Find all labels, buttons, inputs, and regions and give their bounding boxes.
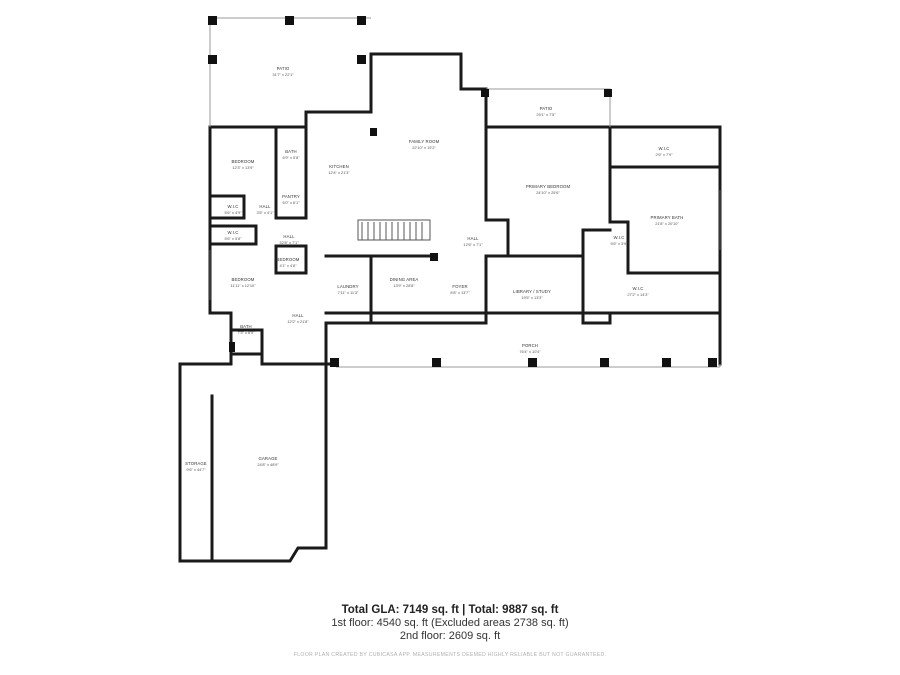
svg-text:PRIMARY BATH: PRIMARY BATH <box>651 215 684 220</box>
svg-text:76'4" x 10'4": 76'4" x 10'4" <box>519 349 541 354</box>
svg-text:12'2" x 21'8": 12'2" x 21'8" <box>287 319 309 324</box>
svg-text:W.I.C: W.I.C <box>613 235 624 240</box>
svg-text:W.I.C: W.I.C <box>632 286 643 291</box>
svg-text:LAUNDRY: LAUNDRY <box>337 284 358 289</box>
svg-text:HALL: HALL <box>467 236 479 241</box>
walls <box>178 52 722 563</box>
room-label-storage: STORAGE 9'6" x 44'7" <box>185 461 207 472</box>
room-label-bath-2: BATH 7'3" x 6'0" <box>237 324 255 335</box>
area-summary: Total GLA: 7149 sq. ft | Total: 9887 sq.… <box>0 604 900 643</box>
svg-text:12'3" x 13'9": 12'3" x 13'9" <box>232 165 254 170</box>
room-label-hall-3: HALL 12'6" x 7'1" <box>463 236 483 247</box>
room-label-garage: GARAGE 24'8" x 48'9" <box>257 456 279 467</box>
svg-text:FAMILY ROOM: FAMILY ROOM <box>409 139 440 144</box>
room-label-hall-4: HALL 12'2" x 21'8" <box>287 313 309 324</box>
svg-text:W.I.C: W.I.C <box>658 146 669 151</box>
svg-text:BEDROOM: BEDROOM <box>232 159 255 164</box>
room-label-bath-1: BATH 6'9" x 5'8" <box>282 149 300 160</box>
svg-text:4'1" x 4'8": 4'1" x 4'8" <box>279 263 297 268</box>
svg-text:HALL: HALL <box>283 234 295 239</box>
svg-text:2'6" x 7'9": 2'6" x 7'9" <box>655 152 673 157</box>
svg-text:W.I.C: W.I.C <box>227 230 238 235</box>
room-label-primary-bath: PRIMARY BATH 21'8" x 20'10" <box>651 215 684 226</box>
disclaimer-text: FLOOR PLAN CREATED BY CUBICASA APP. MEAS… <box>293 652 607 658</box>
floor-plan: PATIO 31'7" x 22'1" PATIO 25'1" x 7'5" F… <box>178 16 722 563</box>
svg-text:13'9" x 28'8": 13'9" x 28'8" <box>393 283 415 288</box>
svg-text:LIBRARY / STUDY: LIBRARY / STUDY <box>513 289 551 294</box>
posts <box>208 16 717 367</box>
room-label-wic-5: W.I.C 27'2" x 14'3" <box>627 286 649 297</box>
svg-text:8'8" x 13'7": 8'8" x 13'7" <box>450 290 470 295</box>
room-label-hall-1: HALL 3'5" x 4'1" <box>256 204 274 215</box>
svg-text:STORAGE: STORAGE <box>185 461 207 466</box>
svg-text:6'0" x 6'1": 6'0" x 6'1" <box>282 200 300 205</box>
svg-text:HALL: HALL <box>292 313 304 318</box>
room-label-wic-1: W.I.C 5'6" x 4'9" <box>224 204 242 215</box>
svg-text:12'4" x 21'3": 12'4" x 21'3" <box>328 170 350 175</box>
svg-text:19'5" x 13'3": 19'5" x 13'3" <box>521 295 543 300</box>
svg-text:5'6" x 3'9": 5'6" x 3'9" <box>610 241 628 246</box>
windows-and-thin-lines <box>209 17 721 368</box>
room-label-family-room: FAMILY ROOM 22'10" x 19'2" <box>409 139 440 150</box>
room-label-hall-2: HALL 32'8" x 7'1" <box>279 234 299 245</box>
svg-text:HALL: HALL <box>259 204 271 209</box>
room-label-wic-2: W.I.C 5'6" x 5'8" <box>224 230 242 241</box>
room-label-wic-3: W.I.C 2'6" x 7'9" <box>655 146 673 157</box>
svg-text:25'1" x 7'5": 25'1" x 7'5" <box>536 112 556 117</box>
svg-text:DINING AREA: DINING AREA <box>390 277 419 282</box>
svg-text:KITCHEN: KITCHEN <box>329 164 349 169</box>
svg-text:W.I.C: W.I.C <box>227 204 238 209</box>
room-label-kitchen: KITCHEN 12'4" x 21'3" <box>328 164 350 175</box>
svg-text:PATIO: PATIO <box>277 66 290 71</box>
room-label-porch: PORCH 76'4" x 10'4" <box>519 343 541 354</box>
room-label-patio-1: PATIO 31'7" x 22'1" <box>272 66 294 77</box>
svg-text:BEDROOM: BEDROOM <box>232 277 255 282</box>
svg-text:BATH: BATH <box>240 324 252 329</box>
svg-text:6'9" x 5'8": 6'9" x 5'8" <box>282 155 300 160</box>
room-label-bedroom-1: BEDROOM 12'3" x 13'9" <box>232 159 255 170</box>
room-label-bedroom-3: BEDROOM 11'11" x 12'10" <box>230 277 256 288</box>
room-label-library-study: LIBRARY / STUDY 19'5" x 13'3" <box>513 289 551 300</box>
room-label-bedroom-2: BEDROOM 4'1" x 4'8" <box>277 257 300 268</box>
svg-text:22'10" x 19'2": 22'10" x 19'2" <box>412 145 436 150</box>
svg-text:GARAGE: GARAGE <box>259 456 278 461</box>
svg-text:21'8" x 20'10": 21'8" x 20'10" <box>655 221 679 226</box>
svg-text:12'6" x 7'1": 12'6" x 7'1" <box>463 242 483 247</box>
room-label-dining-area: DINING AREA 13'9" x 28'8" <box>390 277 419 288</box>
second-floor-area-line: 2nd floor: 2609 sq. ft <box>399 630 501 642</box>
svg-text:FOYER: FOYER <box>452 284 467 289</box>
svg-text:5'6" x 5'8": 5'6" x 5'8" <box>224 236 242 241</box>
room-label-pantry: PANTRY 6'0" x 6'1" <box>282 194 300 205</box>
svg-text:BATH: BATH <box>285 149 297 154</box>
svg-text:PATIO: PATIO <box>540 106 553 111</box>
room-label-foyer: FOYER 8'8" x 13'7" <box>450 284 470 295</box>
svg-text:27'2" x 14'3": 27'2" x 14'3" <box>627 292 649 297</box>
first-floor-area-line: 1st floor: 4540 sq. ft (Excluded areas 2… <box>331 617 569 629</box>
room-label-laundry: LAUNDRY 7'11" x 11'3" <box>337 284 359 295</box>
svg-text:32'8" x 7'1": 32'8" x 7'1" <box>279 240 299 245</box>
svg-text:7'3" x 6'0": 7'3" x 6'0" <box>237 330 255 335</box>
svg-text:11'11" x 12'10": 11'11" x 12'10" <box>230 283 256 288</box>
svg-text:24'8" x 48'9": 24'8" x 48'9" <box>257 462 279 467</box>
svg-text:3'5" x 4'1": 3'5" x 4'1" <box>256 210 274 215</box>
room-label-patio-2: PATIO 25'1" x 7'5" <box>536 106 556 117</box>
room-label-wic-4: W.I.C 5'6" x 3'9" <box>610 235 628 246</box>
svg-text:9'6" x 44'7": 9'6" x 44'7" <box>186 467 206 472</box>
svg-text:31'7" x 22'1": 31'7" x 22'1" <box>272 72 294 77</box>
svg-text:7'11" x 11'3": 7'11" x 11'3" <box>338 290 359 295</box>
svg-text:PORCH: PORCH <box>522 343 538 348</box>
svg-text:5'6" x 4'9": 5'6" x 4'9" <box>224 210 242 215</box>
svg-text:24'10" x 25'6": 24'10" x 25'6" <box>536 190 560 195</box>
total-area-line: Total GLA: 7149 sq. ft | Total: 9887 sq.… <box>341 604 559 616</box>
svg-text:BEDROOM: BEDROOM <box>277 257 300 262</box>
room-label-primary-bedroom: PRIMARY BEDROOM 24'10" x 25'6" <box>526 184 571 195</box>
svg-text:PRIMARY BEDROOM: PRIMARY BEDROOM <box>526 184 571 189</box>
svg-text:PANTRY: PANTRY <box>282 194 300 199</box>
